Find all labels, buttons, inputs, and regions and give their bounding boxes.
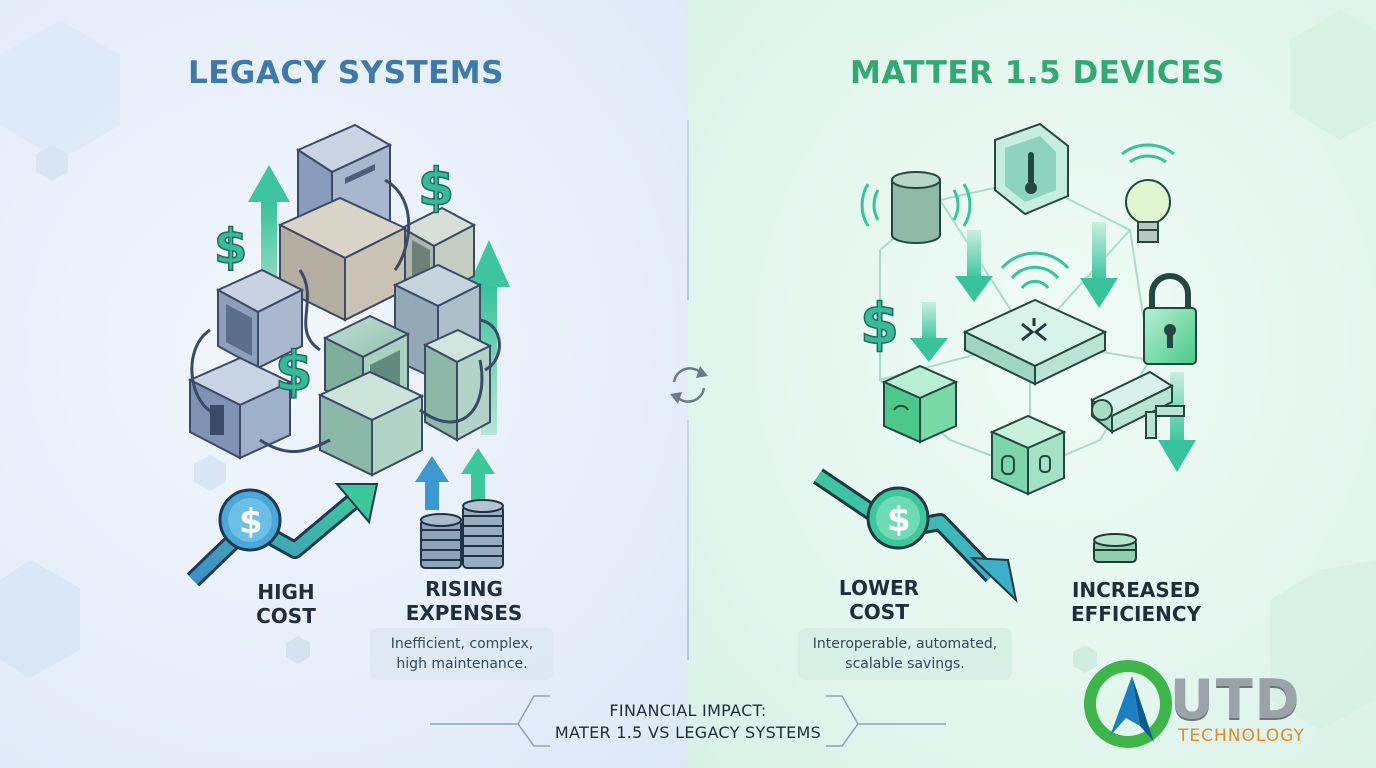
light-bulb-icon [1125,179,1171,243]
high-cost-label: HIGH COST [256,580,316,628]
matter-device-network: $ [859,122,1197,496]
sensor-cube-icon [989,414,1067,496]
thermostat-icon [994,122,1069,216]
dollar-icon: $ [214,219,247,275]
footer-line-1: FINANCIAL IMPACT: [609,701,767,720]
lower-cost-label: LOWER COST [838,576,920,624]
dollar-icon: $ [239,502,263,542]
rising-expenses-label: RISING EXPENSES [405,577,523,625]
legacy-heading: LEGACY SYSTEMS [188,55,504,91]
footer-line-2: MATER 1.5 VS LEGACY SYSTEMS [554,723,822,742]
legacy-note: Inefficient, complex, high maintenance. [370,628,554,680]
dollar-icon: $ [418,158,454,218]
coin-stack-icon [415,448,504,569]
divider-top [687,120,689,300]
dollar-icon: $ [860,292,899,357]
coin-icon [1093,533,1137,563]
footer-bracket [430,695,946,747]
increased-efficiency-label: INCREASED EFFICIENCY [1070,578,1202,626]
logo-subtitle: TECHNOLOGY [1178,726,1305,746]
cost-declining-arrow-icon: $ [812,468,1018,603]
matter-note: Interoperable, automated, scalable savin… [798,628,1012,680]
sync-icon [670,366,708,404]
security-camera-icon [1090,370,1185,439]
declining-arrow-icon [910,222,1196,472]
smart-plug-cube-icon [881,364,959,444]
padlock-icon [1143,273,1197,365]
cost-rising-arrow-icon: $ [186,483,379,587]
matter-hub-icon [962,298,1108,386]
divider-bottom [687,420,689,660]
dollar-icon: $ [275,340,313,403]
dollar-icon: $ [887,500,911,540]
legacy-server-pile: $ $ $ [187,123,510,477]
logo-letters: UTD [1170,668,1302,731]
wifi-signal-icon [1000,143,1175,289]
matter-heading: MATTER 1.5 DEVICES [850,55,1225,91]
utd-logo-icon [1084,660,1172,748]
footer-title: FINANCIAL IMPACT: MATER 1.5 VS LEGACY SY… [488,700,888,744]
smart-speaker-icon [860,171,972,244]
